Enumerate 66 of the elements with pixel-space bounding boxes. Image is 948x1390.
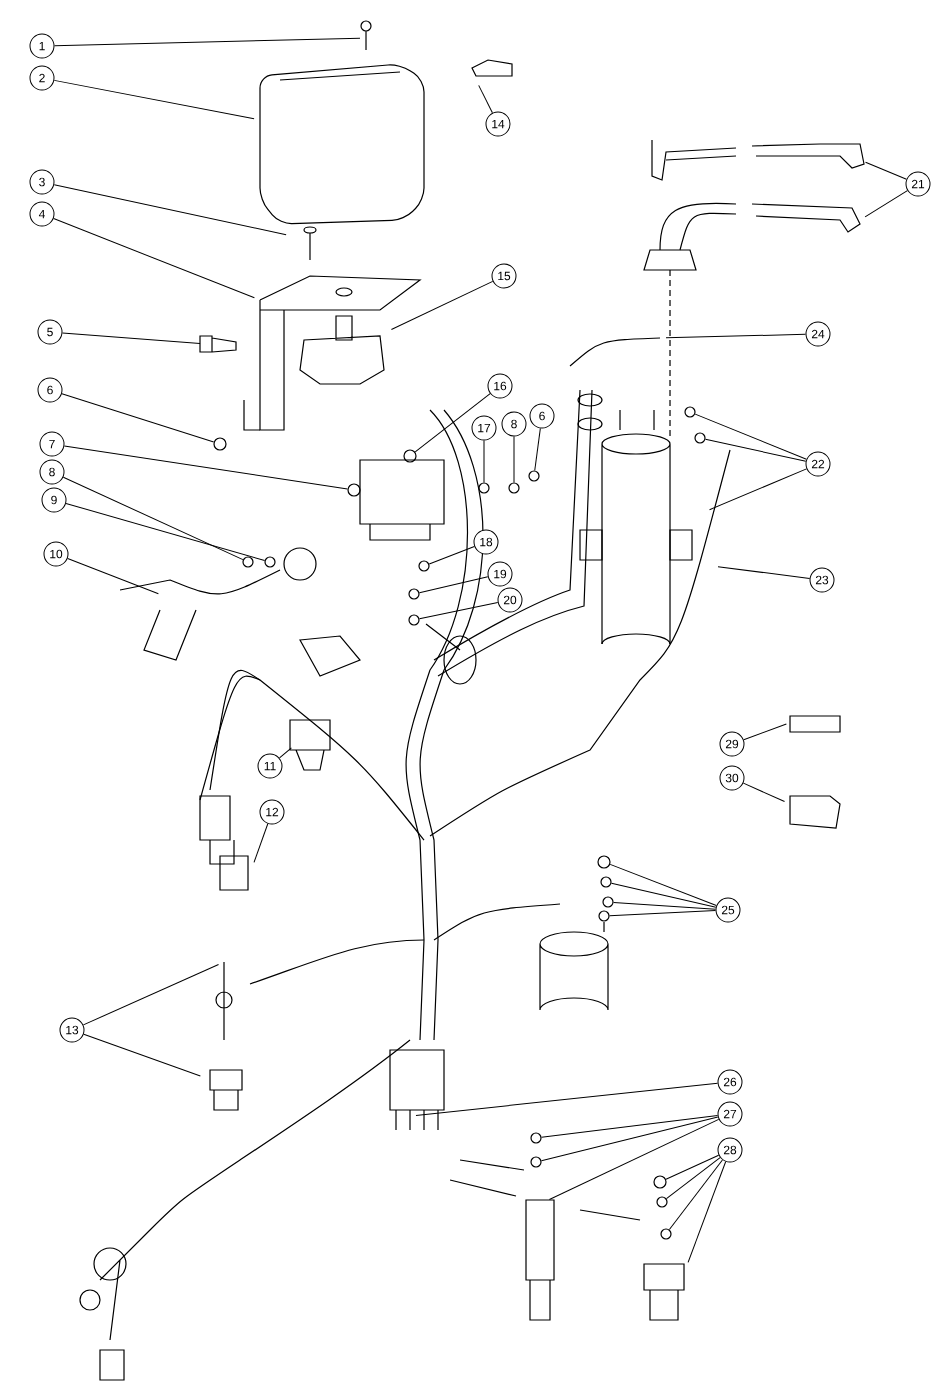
washer bbox=[264, 556, 276, 568]
leader-line bbox=[717, 566, 811, 579]
leader-line bbox=[65, 502, 266, 561]
leader-line bbox=[82, 963, 220, 1026]
washer bbox=[653, 1175, 667, 1189]
leader-line bbox=[83, 1033, 201, 1077]
leader-line bbox=[414, 393, 491, 453]
leader-line bbox=[63, 445, 348, 490]
leader-line bbox=[67, 558, 159, 595]
leader-line bbox=[419, 602, 499, 620]
washer bbox=[694, 432, 706, 444]
leader-line bbox=[709, 468, 807, 511]
washer bbox=[660, 1228, 672, 1240]
leader-line bbox=[54, 37, 361, 47]
leader-line bbox=[865, 161, 907, 180]
leader-line bbox=[548, 1118, 720, 1200]
leader-line bbox=[390, 280, 494, 330]
leader-line bbox=[418, 576, 489, 594]
leader-line bbox=[694, 413, 807, 460]
leader-line bbox=[609, 910, 716, 917]
washer bbox=[508, 482, 520, 494]
leader-line bbox=[534, 427, 541, 471]
leader-line bbox=[742, 782, 786, 803]
leader-line bbox=[253, 823, 269, 863]
leader-line bbox=[864, 190, 908, 218]
leader-line bbox=[705, 438, 807, 462]
washer bbox=[684, 406, 696, 418]
leader-line bbox=[687, 1161, 727, 1263]
washer bbox=[530, 1156, 542, 1168]
washer bbox=[418, 560, 430, 572]
leader-line bbox=[540, 1116, 719, 1162]
leader-line bbox=[53, 218, 255, 299]
leader-line bbox=[61, 393, 215, 443]
washer bbox=[408, 588, 420, 600]
leader-line bbox=[483, 440, 485, 483]
washer bbox=[478, 482, 490, 494]
washer bbox=[347, 483, 361, 497]
washer bbox=[530, 1132, 542, 1144]
washer bbox=[408, 614, 420, 626]
washer bbox=[528, 470, 540, 482]
leader-line bbox=[62, 476, 244, 561]
washer bbox=[598, 910, 610, 922]
leader-line bbox=[665, 1157, 721, 1200]
washer bbox=[597, 855, 611, 869]
leader-line bbox=[513, 436, 515, 483]
leader-line bbox=[541, 1115, 719, 1138]
leader-line bbox=[279, 747, 292, 759]
leader-line bbox=[609, 863, 717, 906]
leader-line bbox=[428, 546, 475, 565]
leader-line bbox=[665, 1154, 720, 1180]
leader-line bbox=[415, 1082, 719, 1116]
leader-line bbox=[478, 84, 493, 114]
leader-line bbox=[610, 882, 717, 908]
leader-line bbox=[613, 901, 717, 910]
leader-line bbox=[53, 79, 255, 120]
washer bbox=[242, 556, 254, 568]
washer bbox=[656, 1196, 668, 1208]
washer bbox=[213, 437, 227, 451]
washer bbox=[602, 896, 614, 908]
leader-line bbox=[665, 333, 806, 339]
leader-line bbox=[61, 332, 201, 345]
leader-line bbox=[743, 723, 787, 741]
washer bbox=[600, 876, 612, 888]
leader-line bbox=[668, 1159, 723, 1231]
washer bbox=[403, 449, 417, 463]
leader-line bbox=[53, 184, 287, 236]
